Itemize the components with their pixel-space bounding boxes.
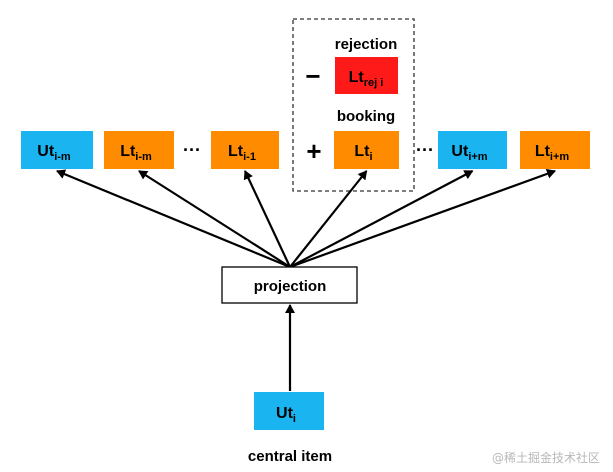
projection-arrow-5 bbox=[289, 170, 474, 268]
context-token-4: Lti bbox=[334, 131, 399, 169]
context-token-base: Lt bbox=[354, 143, 370, 160]
projection-arrow-1 bbox=[56, 169, 291, 269]
svg-text:Uti+m: Uti+m bbox=[451, 143, 487, 163]
context-token-sub: i bbox=[370, 151, 373, 163]
central-item-caption: central item bbox=[248, 448, 332, 465]
booking-label: booking bbox=[337, 108, 395, 125]
projection-arrow-6 bbox=[289, 169, 556, 269]
central-token-box bbox=[254, 392, 324, 430]
context-token-box bbox=[211, 131, 279, 169]
minus-sign: − bbox=[305, 61, 320, 91]
context-token-base: Ut bbox=[451, 143, 469, 160]
context-token-sub: i+m bbox=[550, 151, 569, 163]
context-token-base: Lt bbox=[535, 143, 551, 160]
plus-sign: + bbox=[306, 136, 321, 166]
context-token-box bbox=[104, 131, 174, 169]
svg-text:Ltrej i: Ltrej i bbox=[349, 69, 384, 89]
central-token-base: Ut bbox=[276, 405, 294, 422]
context-token-base: Ut bbox=[37, 143, 55, 160]
context-token-box bbox=[21, 131, 93, 169]
projection-box bbox=[221, 266, 358, 304]
context-token-sub: i-m bbox=[54, 151, 71, 163]
rejection-label: rejection bbox=[335, 36, 398, 53]
arrow-fan bbox=[56, 169, 556, 269]
projection-node: projection bbox=[221, 266, 358, 304]
context-token-sub: i-1 bbox=[243, 151, 256, 163]
context-token-5: Uti+m bbox=[438, 131, 507, 169]
context-token-box bbox=[520, 131, 590, 169]
rejection-token-sub: rej i bbox=[364, 77, 384, 89]
svg-text:Lti: Lti bbox=[354, 143, 372, 163]
context-token-box bbox=[438, 131, 507, 169]
context-token-sub: i+m bbox=[468, 151, 487, 163]
context-token-6: Lti+m bbox=[520, 131, 590, 169]
dashed-group-border bbox=[292, 18, 415, 192]
svg-text:Uti: Uti bbox=[276, 405, 296, 425]
svg-text:Lti+m: Lti+m bbox=[535, 143, 570, 163]
context-token-1: Uti-m bbox=[21, 131, 93, 169]
projection-label: projection bbox=[254, 278, 327, 295]
rejection-token-box bbox=[335, 57, 398, 94]
context-token-base: Lt bbox=[228, 143, 244, 160]
svg-text:Uti-m: Uti-m bbox=[37, 143, 71, 163]
projection-arrow-3 bbox=[243, 170, 291, 268]
context-token-3: Lti-1 bbox=[211, 131, 279, 169]
projection-arrow-2 bbox=[138, 170, 291, 268]
central-token-sub: i bbox=[293, 413, 296, 425]
ellipsis-left: ··· bbox=[183, 140, 201, 160]
context-token-2: Lti-m bbox=[104, 131, 174, 169]
central-token: Uti bbox=[254, 392, 324, 430]
context-token-base: Lt bbox=[120, 143, 136, 160]
svg-text:Lti-1: Lti-1 bbox=[228, 143, 256, 163]
watermark: @稀土掘金技术社区 bbox=[492, 450, 600, 465]
projection-arrow-4 bbox=[289, 170, 368, 268]
ellipsis-right: ··· bbox=[416, 140, 434, 160]
rejection-token: Ltrej i bbox=[335, 57, 398, 94]
svg-text:Lti-m: Lti-m bbox=[120, 143, 152, 163]
context-token-box bbox=[334, 131, 399, 169]
rejection-token-base: Lt bbox=[349, 69, 365, 86]
context-token-sub: i-m bbox=[135, 151, 152, 163]
